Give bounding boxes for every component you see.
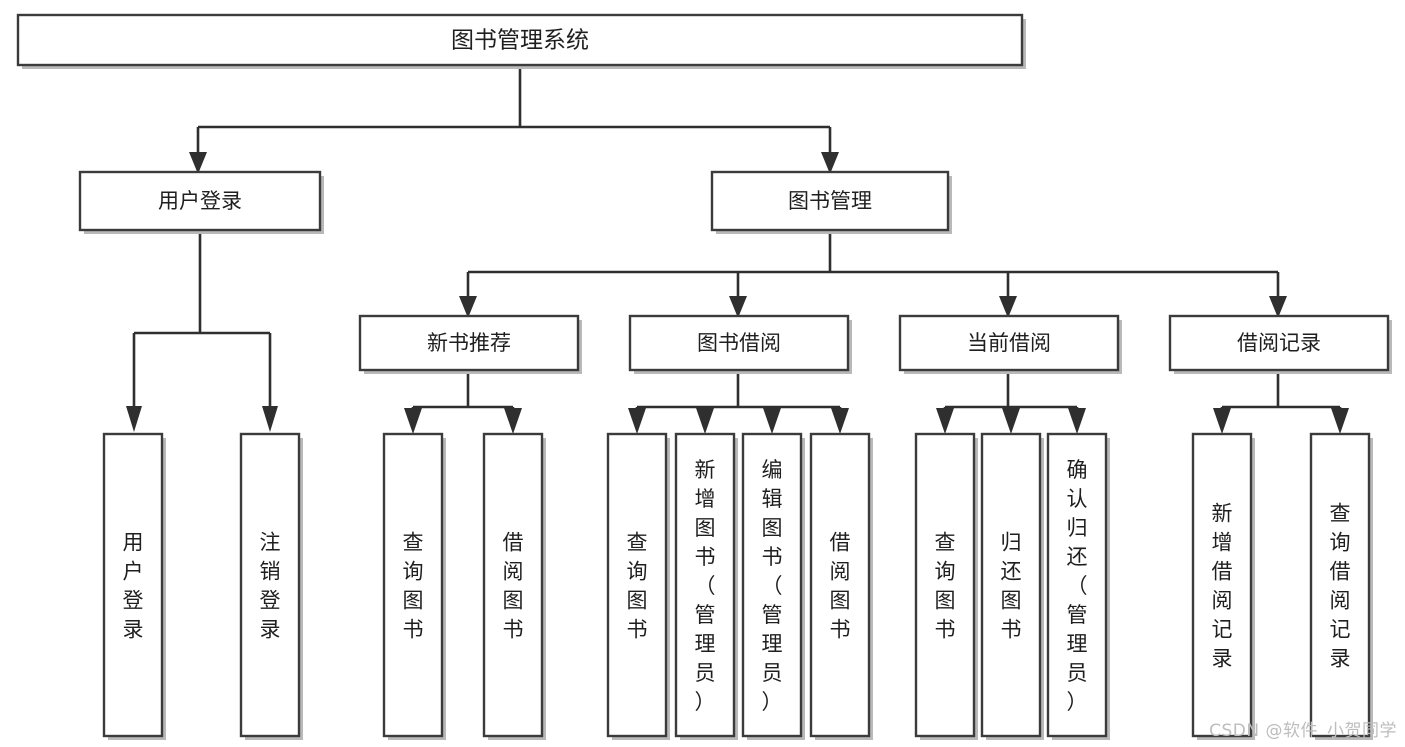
- node-leaf-add-book[interactable]: 新增图书（管理员）: [674, 432, 738, 740]
- node-book-borrow[interactable]: 图书借阅: [628, 314, 852, 374]
- node-book-manage-label: 图书管理: [788, 189, 872, 213]
- node-root-label: 图书管理系统: [451, 28, 589, 54]
- node-leaf-query-book-1[interactable]: 查询图书: [382, 432, 446, 740]
- node-leaf-query-book-2-box: [606, 432, 668, 738]
- leaf-nodes-layer: 用户登录 注销登录 查询图书 借阅图书 查询图书: [102, 432, 1373, 740]
- node-leaf-query-record[interactable]: 查询借阅记录: [1309, 432, 1373, 740]
- node-leaf-borrow-book-1[interactable]: 借阅图书: [482, 432, 546, 740]
- node-leaf-query-book-3-box: [914, 432, 976, 738]
- csdn-watermark: CSDN @软件_小贺同学: [1209, 721, 1397, 741]
- node-leaf-query-book-2[interactable]: 查询图书: [606, 432, 670, 740]
- node-new-book-recommend[interactable]: 新书推荐: [358, 314, 582, 374]
- arrow-head-leaf-add-book: [696, 408, 714, 434]
- arrow-head-leaf-add-record: [1213, 408, 1231, 434]
- node-leaf-borrow-book-1-label: 借阅图书: [503, 531, 524, 642]
- node-borrow-record[interactable]: 借阅记录: [1168, 314, 1392, 374]
- arrow-head-leaf-query-record: [1331, 408, 1349, 434]
- node-book-borrow-box: [628, 314, 850, 372]
- node-book-manage[interactable]: 图书管理: [710, 170, 952, 234]
- node-borrow-record-label: 借阅记录: [1237, 331, 1321, 355]
- arrow-head-leaf-logout-login: [262, 406, 278, 432]
- arrow-head-leaf-user-login: [126, 406, 142, 432]
- node-leaf-borrow-book-2[interactable]: 借阅图书: [809, 432, 873, 740]
- node-leaf-query-record-label: 查询借阅记录: [1330, 502, 1351, 671]
- node-leaf-confirm-return-box: [1046, 432, 1108, 738]
- arrow-head-leaf-query-book-3: [936, 408, 954, 434]
- node-leaf-logout-login-box: [239, 432, 301, 738]
- node-borrow-record-box: [1168, 314, 1390, 372]
- node-leaf-query-book-3[interactable]: 查询图书: [914, 432, 978, 740]
- node-leaf-query-book-1-label: 查询图书: [403, 531, 424, 642]
- node-user-login-box: [78, 170, 322, 232]
- node-leaf-logout-login-label: 注销登录: [260, 531, 281, 642]
- node-leaf-query-book-1-box: [382, 432, 444, 738]
- node-leaf-query-book-2-label: 查询图书: [627, 531, 648, 642]
- arrow-head-borrow-record: [1269, 296, 1287, 318]
- node-leaf-confirm-return[interactable]: 确认归还（管理员）: [1046, 432, 1110, 740]
- node-leaf-add-book-label: 新增图书（管理员）: [695, 458, 716, 714]
- arrow-head-book-manage: [821, 152, 839, 174]
- node-user-login-label: 用户登录: [158, 189, 242, 213]
- node-leaf-borrow-book-1-box: [482, 432, 544, 738]
- node-new-book-recommend-box: [358, 314, 580, 372]
- connector-layer: [126, 66, 1349, 434]
- arrow-head-leaf-query-book-2: [628, 408, 646, 434]
- node-leaf-user-login-box: [102, 432, 164, 738]
- arrow-head-current-borrow: [999, 296, 1017, 318]
- node-book-borrow-label: 图书借阅: [697, 331, 781, 355]
- arrow-head-leaf-borrow-book-2: [831, 408, 849, 434]
- node-current-borrow[interactable]: 当前借阅: [898, 314, 1122, 374]
- node-leaf-logout-login[interactable]: 注销登录: [239, 432, 303, 740]
- node-leaf-confirm-return-label: 确认归还（管理员）: [1067, 458, 1088, 714]
- arrow-head-book-borrow: [729, 296, 747, 318]
- node-leaf-query-book-3-label: 查询图书: [935, 531, 956, 642]
- node-leaf-user-login-label: 用户登录: [123, 531, 144, 642]
- node-new-book-recommend-label: 新书推荐: [427, 331, 511, 355]
- node-leaf-add-record-label: 新增借阅记录: [1212, 502, 1233, 671]
- node-leaf-add-book-box: [674, 432, 736, 738]
- node-leaf-edit-book[interactable]: 编辑图书（管理员）: [741, 432, 805, 740]
- arrow-head-leaf-borrow-book-1: [504, 408, 522, 434]
- arrow-head-leaf-confirm-return: [1068, 408, 1086, 434]
- node-leaf-return-book-label: 归还图书: [1001, 531, 1022, 642]
- arrow-head-user-login: [189, 152, 207, 174]
- arrow-head-new-book-recommend: [459, 296, 477, 318]
- node-current-borrow-label: 当前借阅: [967, 331, 1051, 355]
- node-root[interactable]: 图书管理系统: [16, 13, 1026, 69]
- arrow-head-leaf-query-book-1: [404, 408, 422, 434]
- node-leaf-edit-book-label: 编辑图书（管理员）: [762, 458, 783, 714]
- node-leaf-borrow-book-2-box: [809, 432, 871, 738]
- node-leaf-return-book[interactable]: 归还图书: [980, 432, 1044, 740]
- node-book-manage-box: [710, 170, 950, 232]
- arrow-head-leaf-edit-book: [763, 408, 781, 434]
- node-leaf-borrow-book-2-label: 借阅图书: [830, 531, 851, 642]
- node-root-box: [16, 13, 1024, 67]
- node-current-borrow-box: [898, 314, 1120, 372]
- arrow-head-leaf-return-book: [1002, 408, 1020, 434]
- node-user-login[interactable]: 用户登录: [78, 170, 324, 234]
- node-leaf-edit-book-box: [741, 432, 803, 738]
- node-leaf-add-record-box: [1191, 432, 1253, 738]
- node-leaf-return-book-box: [980, 432, 1042, 738]
- node-leaf-query-record-box: [1309, 432, 1371, 738]
- node-leaf-add-record[interactable]: 新增借阅记录: [1191, 432, 1255, 740]
- node-leaf-user-login[interactable]: 用户登录: [102, 432, 166, 740]
